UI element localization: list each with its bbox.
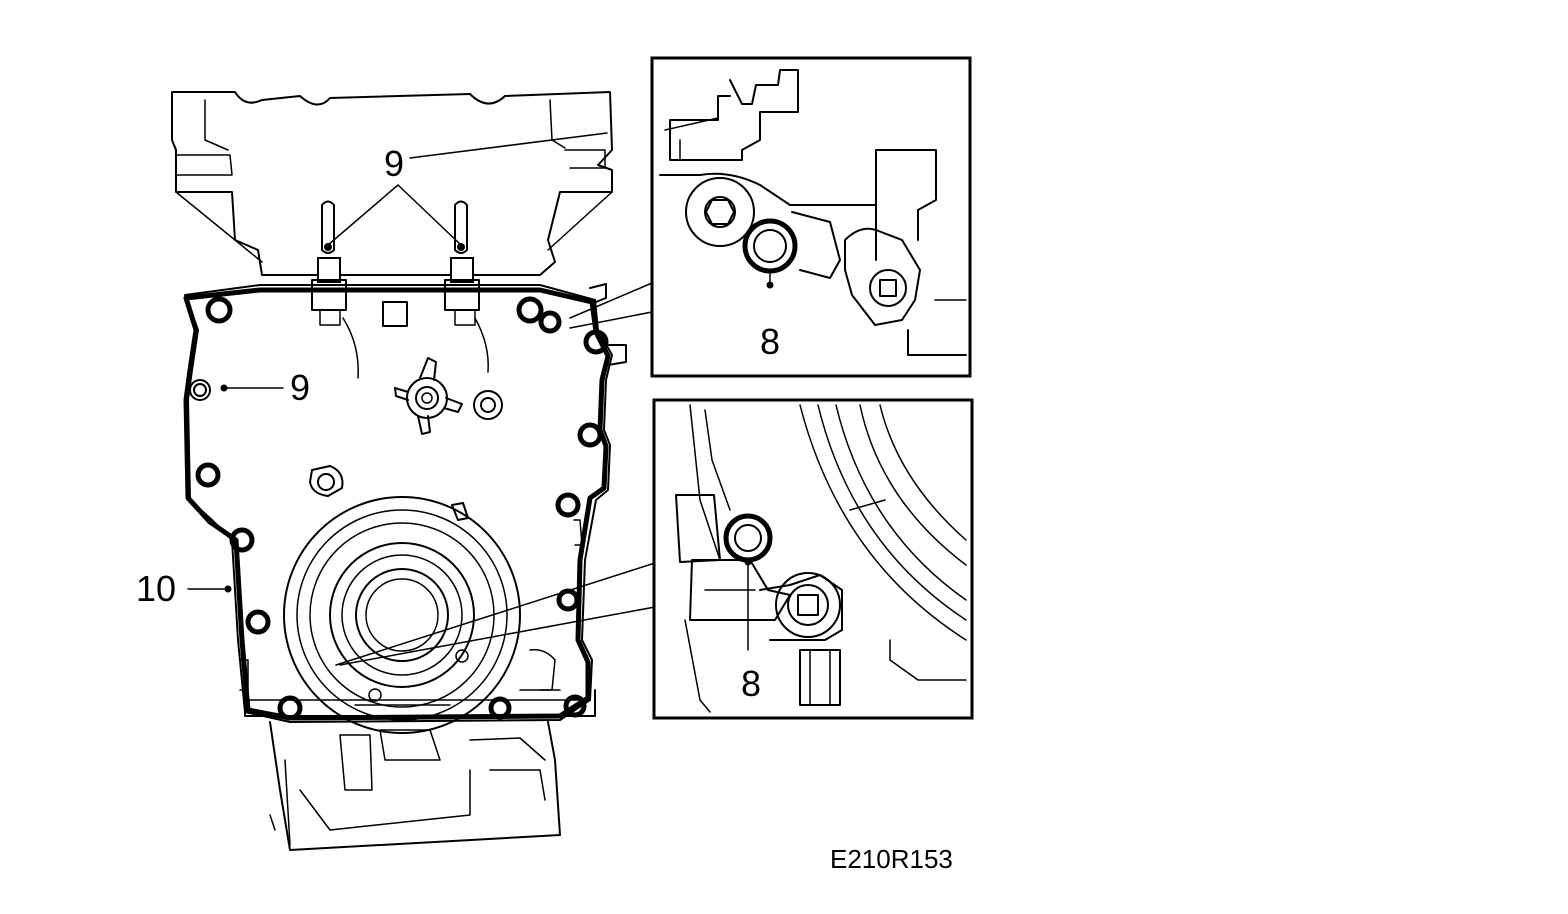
bolt-icon xyxy=(583,329,609,355)
label-9-top: 9 xyxy=(384,143,404,184)
label-8-lower-detail: 8 xyxy=(741,663,761,704)
detail-view-lower xyxy=(652,398,974,720)
bolt-icon xyxy=(277,695,303,721)
bolt-icon xyxy=(205,296,233,324)
label-9-side: 9 xyxy=(290,367,310,408)
gasket-seal-line xyxy=(183,287,611,721)
detail-view-upper xyxy=(650,56,972,378)
cover-features xyxy=(239,357,583,734)
bolt-icon xyxy=(488,696,512,720)
bolt-icon xyxy=(229,527,255,553)
bolt-icon xyxy=(556,588,580,612)
label-8-upper-detail: 8 xyxy=(760,321,780,362)
bolt-icon xyxy=(555,492,581,518)
bolt-icon xyxy=(563,694,587,718)
front-cover xyxy=(183,283,627,723)
bolt-icon xyxy=(516,296,544,324)
bolt-icon xyxy=(195,462,221,488)
figure-reference-code: E210R153 xyxy=(830,844,953,874)
bolt-icon xyxy=(538,310,562,334)
leader-lines xyxy=(187,132,656,666)
label-10-gasket: 10 xyxy=(136,568,176,609)
bolt-icon xyxy=(577,422,603,448)
cover-bolts xyxy=(189,296,609,721)
cover-studs xyxy=(311,200,489,379)
bolt-icon xyxy=(189,379,211,401)
bolt-icon xyxy=(245,609,271,635)
oil-pan xyxy=(269,721,561,851)
